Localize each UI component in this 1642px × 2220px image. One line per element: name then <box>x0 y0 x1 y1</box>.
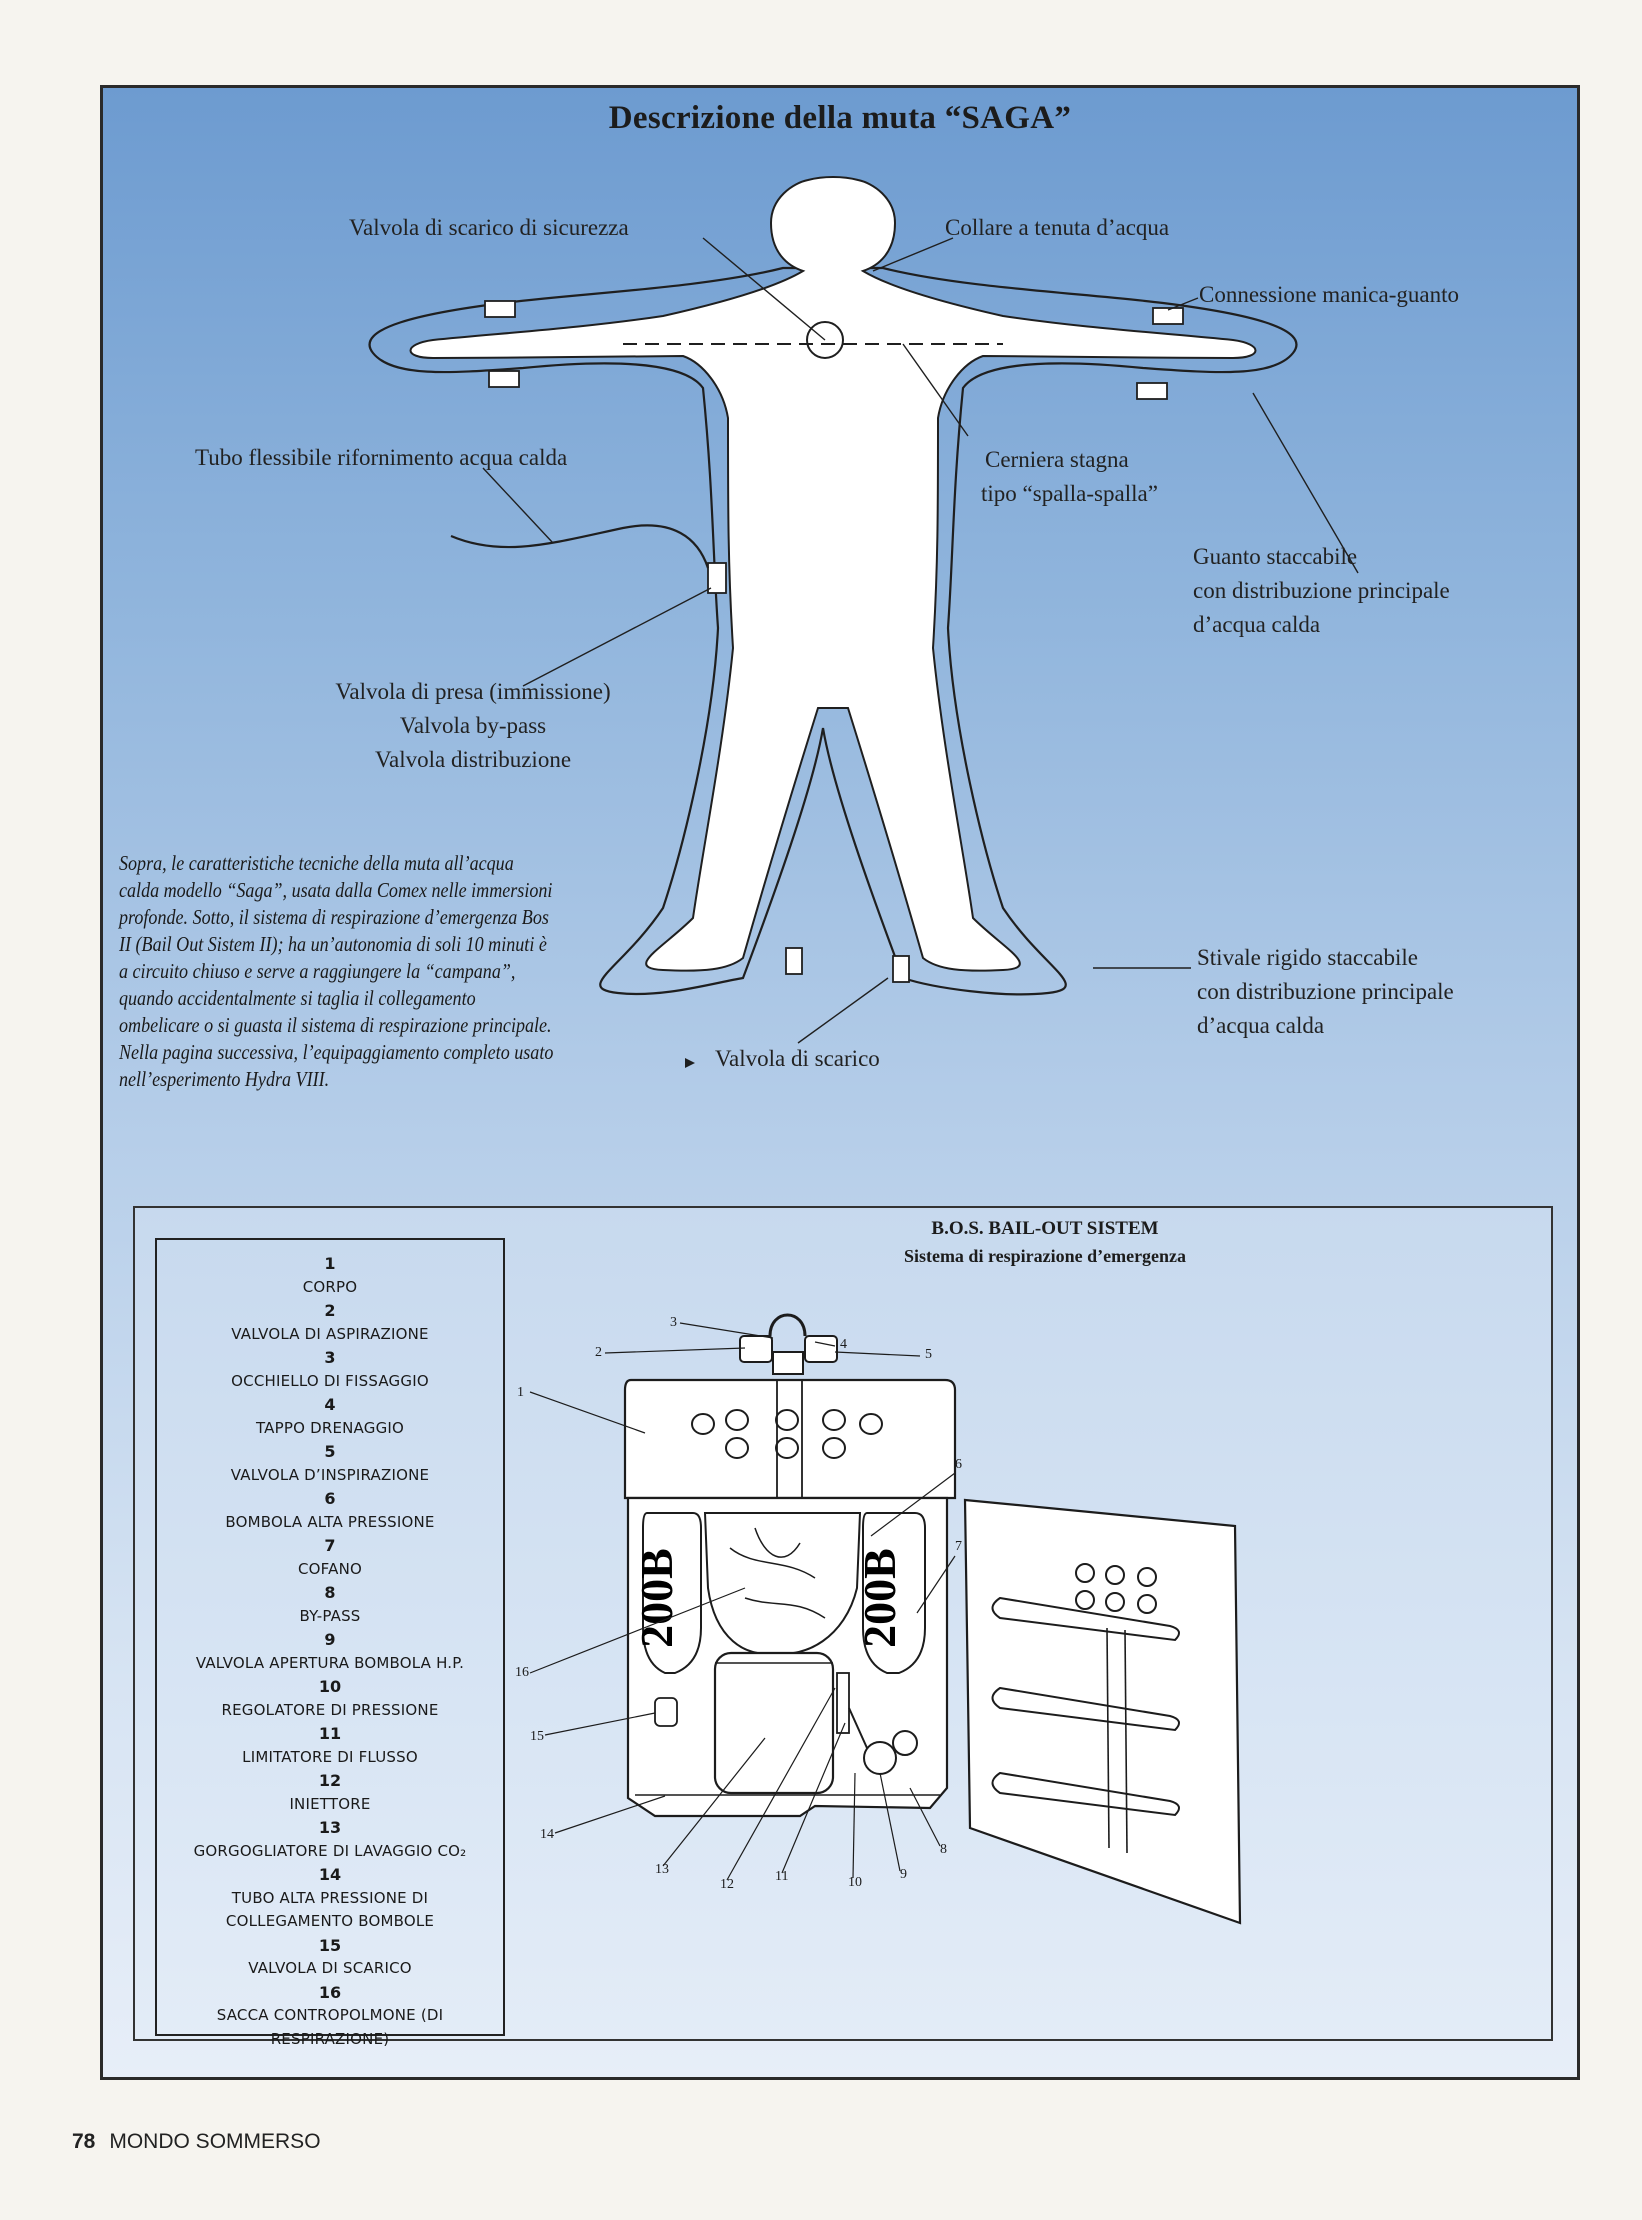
legend-text: VALVOLA DI ASPIRAZIONE <box>231 1324 429 1343</box>
label-intake-line2: Valvola by-pass <box>399 713 547 738</box>
page-title: Descrizione della muta “SAGA” <box>608 100 1072 136</box>
svg-text:13: 13 <box>655 1862 669 1877</box>
label-drain-valve: Valvola di scarico <box>715 1046 880 1071</box>
legend-number: 9 <box>324 1630 336 1649</box>
label-boot-line3: d’acqua calda <box>1197 1013 1325 1038</box>
svg-text:10: 10 <box>848 1875 862 1890</box>
label-safety-valve: Valvola di scarico di sicurezza <box>349 215 629 240</box>
legend-text: VALVOLA D’INSPIRAZIONE <box>230 1465 430 1484</box>
legend-number: 11 <box>318 1724 342 1743</box>
suit-illustration <box>368 176 1359 1068</box>
label-zipper: Cerniera stagna tipo “spalla-spalla” <box>981 443 1158 511</box>
page-footer: 78 MONDO SOMMERSO <box>72 2130 321 2154</box>
legend-text: LIMITATORE DI FLUSSO <box>242 1747 418 1766</box>
legend-number: 1 <box>324 1254 336 1273</box>
label-zipper-line2: tipo “spalla-spalla” <box>981 481 1158 506</box>
page-number: 78 <box>72 2130 96 2153</box>
svg-text:16: 16 <box>515 1665 529 1680</box>
legend-text: TUBO ALTA PRESSIONE DI COLLEGAMENTO BOMB… <box>225 1888 435 1931</box>
cylinder-right-label: 200B <box>854 1548 905 1648</box>
caption-text: Sopra, le caratteristiche tecniche della… <box>119 851 554 1091</box>
legend-text: OCCHIELLO DI FISSAGGIO <box>231 1371 429 1390</box>
label-intake-line1: Valvola di presa (immissione) <box>335 679 611 704</box>
svg-text:6: 6 <box>955 1457 962 1472</box>
legend-number: 13 <box>318 1818 342 1837</box>
legend-text: VALVOLA APERTURA BOMBOLA H.P. <box>195 1653 465 1672</box>
legend-number: 3 <box>324 1348 336 1367</box>
svg-text:3: 3 <box>670 1315 677 1330</box>
legend-number: 8 <box>324 1583 336 1602</box>
legend-number: 5 <box>324 1442 336 1461</box>
legend-text: COFANO <box>297 1559 363 1578</box>
legend-number: 16 <box>318 1982 342 2002</box>
label-boot-line2: con distribuzione principale <box>1197 979 1454 1004</box>
cylinder-left-label: 200B <box>631 1548 682 1648</box>
legend-number: 14 <box>318 1865 342 1884</box>
legend-text: VALVOLA DI SCARICO <box>248 1959 412 1977</box>
svg-text:14: 14 <box>540 1827 554 1842</box>
legend-text: BY-PASS <box>299 1606 361 1625</box>
bos-diagram-box: B.O.S. BAIL-OUT SISTEM Sistema di respir… <box>133 1206 1553 2048</box>
svg-text:15: 15 <box>530 1729 544 1744</box>
label-boot-line1: Stivale rigido staccabile <box>1197 945 1418 970</box>
svg-text:8: 8 <box>940 1842 947 1857</box>
legend-number: 12 <box>318 1771 342 1790</box>
suit-diagram-panel: Descrizione della muta “SAGA” Valvola di… <box>100 85 1580 2080</box>
bos-subtitle: Sistema di respirazione d’emergenza <box>903 1246 1187 1266</box>
label-hot-water-hose: Tubo flessibile rifornimento acqua calda <box>195 445 568 470</box>
legend-number: 15 <box>318 1935 342 1955</box>
svg-text:4: 4 <box>840 1337 847 1352</box>
label-intake-valves: Valvola di presa (immissione) Valvola by… <box>283 675 663 777</box>
label-sleeve-glove: Connessione manica-guanto <box>1199 282 1459 307</box>
svg-text:7: 7 <box>955 1539 962 1554</box>
legend-text: BOMBOLA ALTA PRESSIONE <box>225 1512 435 1531</box>
legend-number: 4 <box>324 1395 336 1414</box>
label-boot: Stivale rigido staccabile con distribuzi… <box>1197 941 1454 1043</box>
svg-text:5: 5 <box>925 1347 932 1362</box>
legend-text: INIETTORE <box>289 1794 371 1813</box>
bos-illustration: 200B 200B <box>515 1313 1242 1925</box>
magazine-name: MONDO SOMMERSO <box>109 2130 321 2153</box>
legend-text: GORGOGLIATORE DI LAVAGGIO CO₂ <box>193 1841 467 1860</box>
label-glove-line3: d’acqua calda <box>1193 612 1321 637</box>
legend-number: 6 <box>324 1489 336 1508</box>
label-zipper-line1: Cerniera stagna <box>985 447 1129 472</box>
legend-number: 7 <box>324 1536 336 1555</box>
label-collar: Collare a tenuta d’acqua <box>945 215 1170 240</box>
bos-title: B.O.S. BAIL-OUT SISTEM <box>931 1218 1159 1239</box>
label-intake-line3: Valvola distribuzione <box>374 747 572 772</box>
legend-text: TAPPO DRENAGGIO <box>255 1418 405 1437</box>
svg-text:2: 2 <box>595 1345 602 1360</box>
label-glove: Guanto staccabile con distribuzione prin… <box>1193 540 1450 642</box>
label-glove-line1: Guanto staccabile <box>1193 544 1358 569</box>
legend-text: CORPO <box>302 1277 358 1296</box>
legend-number: 10 <box>318 1677 342 1696</box>
svg-text:9: 9 <box>900 1867 907 1882</box>
legend-text: SACCA CONTROPOLMONE (DI RESPIRAZIONE) <box>216 2006 444 2048</box>
svg-text:11: 11 <box>775 1869 788 1884</box>
legend-text: REGOLATORE DI PRESSIONE <box>221 1700 439 1719</box>
legend-number: 2 <box>324 1301 336 1320</box>
svg-text:12: 12 <box>720 1877 734 1892</box>
label-glove-line2: con distribuzione principale <box>1193 578 1450 603</box>
svg-text:1: 1 <box>517 1385 524 1400</box>
